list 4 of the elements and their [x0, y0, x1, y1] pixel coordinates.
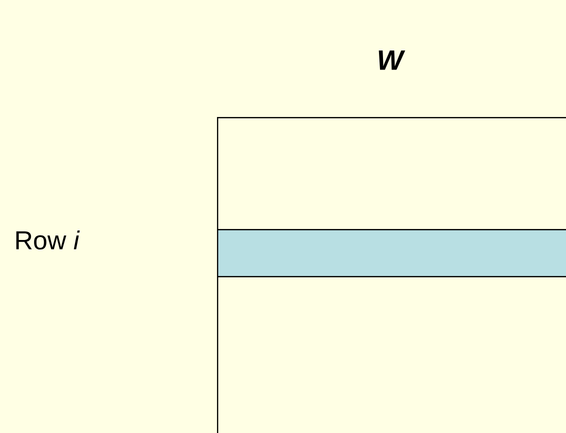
- row-band: [217, 229, 566, 278]
- row-label: Row i: [16, 230, 80, 250]
- matrix-box: [217, 117, 566, 433]
- matrix-label: W: [378, 50, 406, 70]
